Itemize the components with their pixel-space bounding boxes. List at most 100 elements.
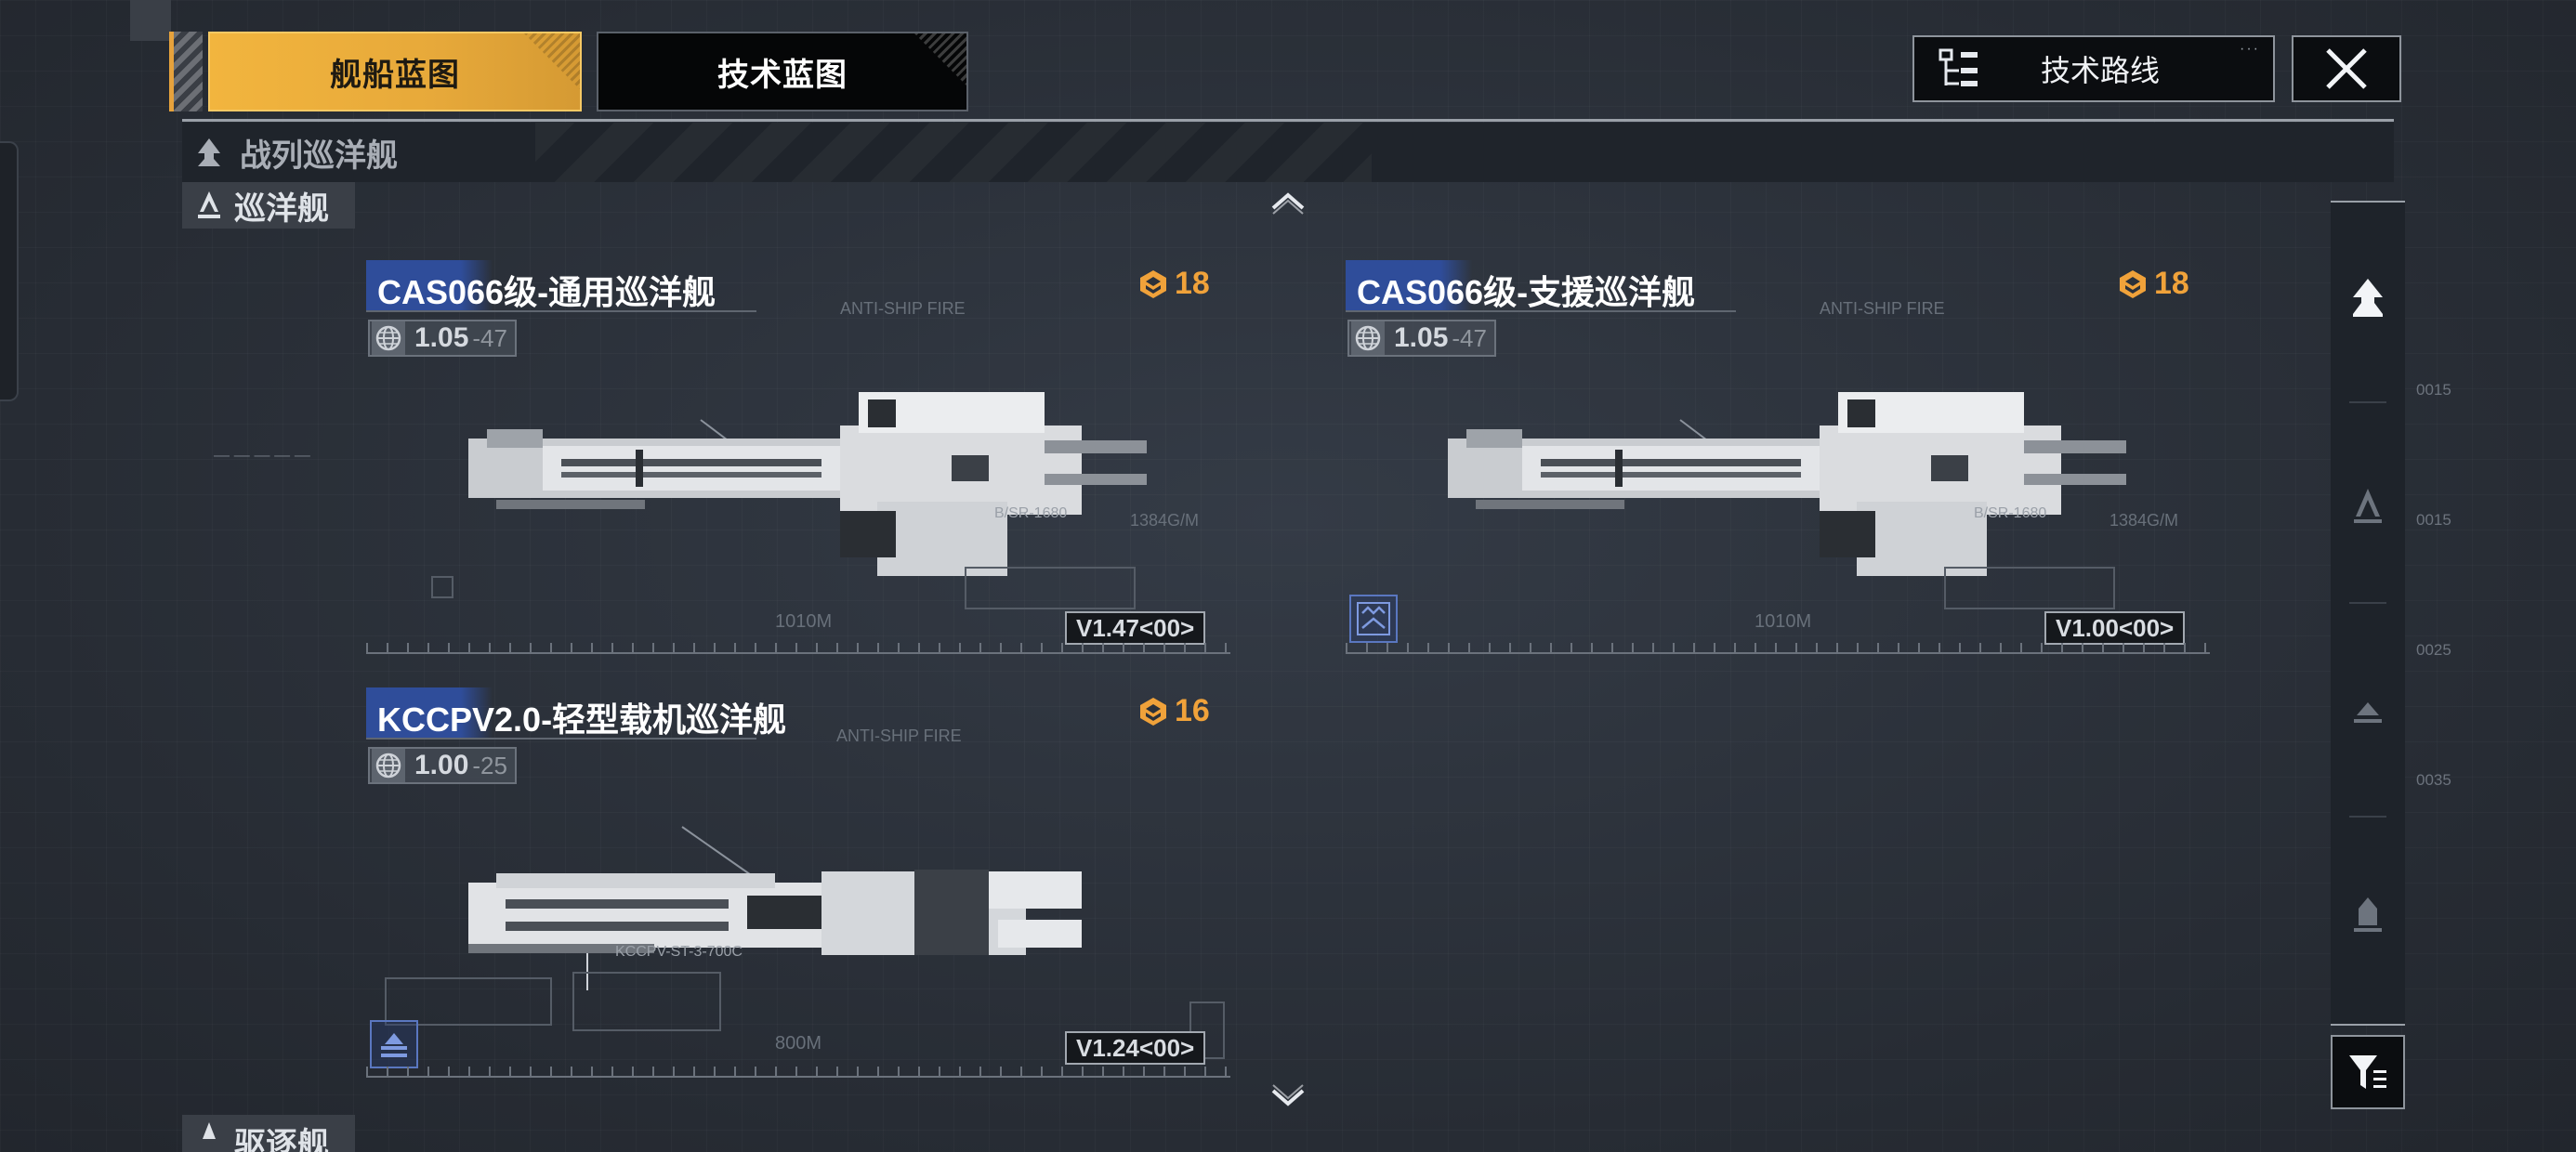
cruiser-icon: [198, 191, 220, 218]
schematic-box: [572, 972, 721, 1031]
sub-category-label: 巡洋舰: [234, 190, 329, 227]
tree-icon: [1935, 45, 1983, 93]
schematic-box: [1944, 567, 2115, 609]
stat-sub-value: -47: [472, 323, 507, 352]
stat-value: 1.05: [1394, 322, 1449, 353]
category-header-destroyer[interactable]: 驱逐舰: [182, 1115, 355, 1152]
hud-faint-text: 0025: [2416, 641, 2451, 659]
version-label: V1.24<00>: [1065, 1031, 1206, 1065]
header-divider: [182, 119, 2394, 122]
ruler-ticks: [366, 643, 1230, 652]
tab-accent-stripe: [169, 32, 203, 111]
weight-text: 1384G/M: [1130, 511, 1200, 530]
hud-faint-text: 0035: [2416, 771, 2451, 789]
tag-text: ANTI-SHIP FIRE: [840, 299, 966, 318]
cost-badge: 16: [1137, 693, 1210, 729]
tech-route-button[interactable]: 技术路线 ···: [1912, 35, 2275, 102]
cost-value: 16: [1175, 693, 1210, 728]
schematic-box: [385, 977, 552, 1026]
hud-faint-text: — — — — —: [214, 446, 310, 464]
ship-card-1[interactable]: CAS066级-通用巡洋舰 18 1.05 -47 ANTI-SHIP FIRE: [366, 260, 1230, 669]
support-class-icon: [1357, 602, 1390, 635]
hud-faint-text: 0015: [2416, 511, 2451, 529]
weight-text: 1384G/M: [2109, 511, 2179, 530]
schematic-box: [431, 576, 453, 598]
ruler-line: [366, 1076, 1230, 1078]
tab-tech-blueprint-label: 技术蓝图: [717, 57, 848, 93]
stat-value: 1.00: [414, 750, 469, 780]
destroyer-filter-icon[interactable]: [2349, 693, 2386, 734]
filter-button[interactable]: [2331, 1035, 2405, 1109]
ruler-ticks: [366, 1067, 1230, 1076]
battlecruiser-icon: [198, 138, 220, 166]
ruler-line: [1346, 652, 2210, 654]
schematic-box: [1189, 1001, 1225, 1059]
chevron-up-icon[interactable]: [1269, 188, 1307, 216]
globe-icon: [372, 321, 405, 355]
tab-tech-blueprint[interactable]: 技术蓝图: [597, 32, 968, 111]
name-underline: [1346, 310, 1736, 312]
tag-text: ANTI-SHIP FIRE: [836, 727, 962, 745]
name-highlight: [1346, 260, 1472, 310]
designation-text: KCCPV-ST-3-700C: [615, 944, 743, 960]
schematic-box: [965, 567, 1136, 609]
frigate-filter-icon[interactable]: [2349, 894, 2386, 935]
tab-ship-blueprint-label: 舰船蓝图: [330, 57, 460, 93]
dots-decor: ···: [2240, 41, 2260, 57]
chevron-down-icon[interactable]: [1269, 1083, 1307, 1111]
stat-sub-value: -47: [1452, 323, 1487, 352]
stat-box: 1.00 -25: [368, 747, 517, 784]
name-underline: [366, 738, 756, 740]
cost-badge: 18: [2117, 266, 2189, 302]
battlecruiser-filter-icon[interactable]: [2349, 277, 2386, 318]
stat-sub-value: -25: [472, 751, 507, 779]
cost-icon: [1140, 269, 1166, 298]
cost-value: 18: [1175, 266, 1210, 301]
ruler-ticks: [1346, 643, 2210, 652]
length-text: 800M: [775, 1033, 822, 1054]
tech-route-label: 技术路线: [2040, 54, 2160, 87]
cost-icon: [2120, 269, 2146, 298]
ship-card-3[interactable]: KCCPV2.0-轻型载机巡洋舰 16 1.00 -25 ANTI-SHIP F…: [366, 687, 1230, 1096]
left-edge-handle[interactable]: [0, 141, 19, 401]
designation-text: B/SR-1680: [994, 505, 1068, 521]
ship-name: CAS066级-通用巡洋舰: [377, 273, 716, 311]
destroyer-icon: [203, 1122, 216, 1139]
filter-icon: [2349, 1055, 2386, 1089]
stat-box: 1.05 -47: [1347, 320, 1496, 357]
hud-faint-text: 0015: [2416, 381, 2451, 399]
ship-image: [1448, 392, 2126, 576]
next-category-label: 驱逐舰: [234, 1127, 329, 1152]
cost-icon: [1140, 697, 1166, 726]
close-icon: [2326, 48, 2367, 89]
designation-text: B/SR-1680: [1974, 505, 2047, 521]
ship-name: KCCPV2.0-轻型载机巡洋舰: [377, 700, 787, 739]
cost-value: 18: [2154, 266, 2189, 301]
ship-name: CAS066级-支援巡洋舰: [1357, 273, 1696, 311]
cost-badge: 18: [1137, 266, 1210, 302]
ship-class-rail: [2331, 201, 2405, 1026]
stat-box: 1.05 -47: [368, 320, 517, 357]
ruler-line: [366, 652, 1230, 654]
tab-ship-blueprint[interactable]: 舰船蓝图: [208, 32, 582, 111]
globe-icon: [372, 749, 405, 782]
category-header-cruiser[interactable]: 巡洋舰: [182, 182, 355, 229]
version-label: V1.00<00>: [2044, 611, 2186, 645]
version-label: V1.47<00>: [1065, 611, 1206, 645]
name-highlight: [366, 687, 493, 738]
length-text: 1010M: [775, 611, 833, 632]
tag-text: ANTI-SHIP FIRE: [1820, 299, 1945, 318]
stat-value: 1.05: [414, 322, 469, 353]
name-highlight: [366, 260, 493, 310]
class-badge: [1349, 595, 1398, 643]
globe-icon: [1351, 321, 1385, 355]
category-label: 战列巡洋舰: [240, 137, 398, 174]
close-button[interactable]: [2292, 35, 2401, 102]
decor-square: [130, 0, 171, 41]
ship-image: [468, 826, 1082, 990]
ship-card-2[interactable]: CAS066级-支援巡洋舰 18 1.05 -47 ANTI-SHIP FIRE: [1346, 260, 2210, 669]
category-header-battlecruiser[interactable]: 战列巡洋舰: [182, 123, 2394, 182]
class-badge: [370, 1020, 418, 1068]
cruiser-filter-icon[interactable]: [2349, 485, 2386, 526]
